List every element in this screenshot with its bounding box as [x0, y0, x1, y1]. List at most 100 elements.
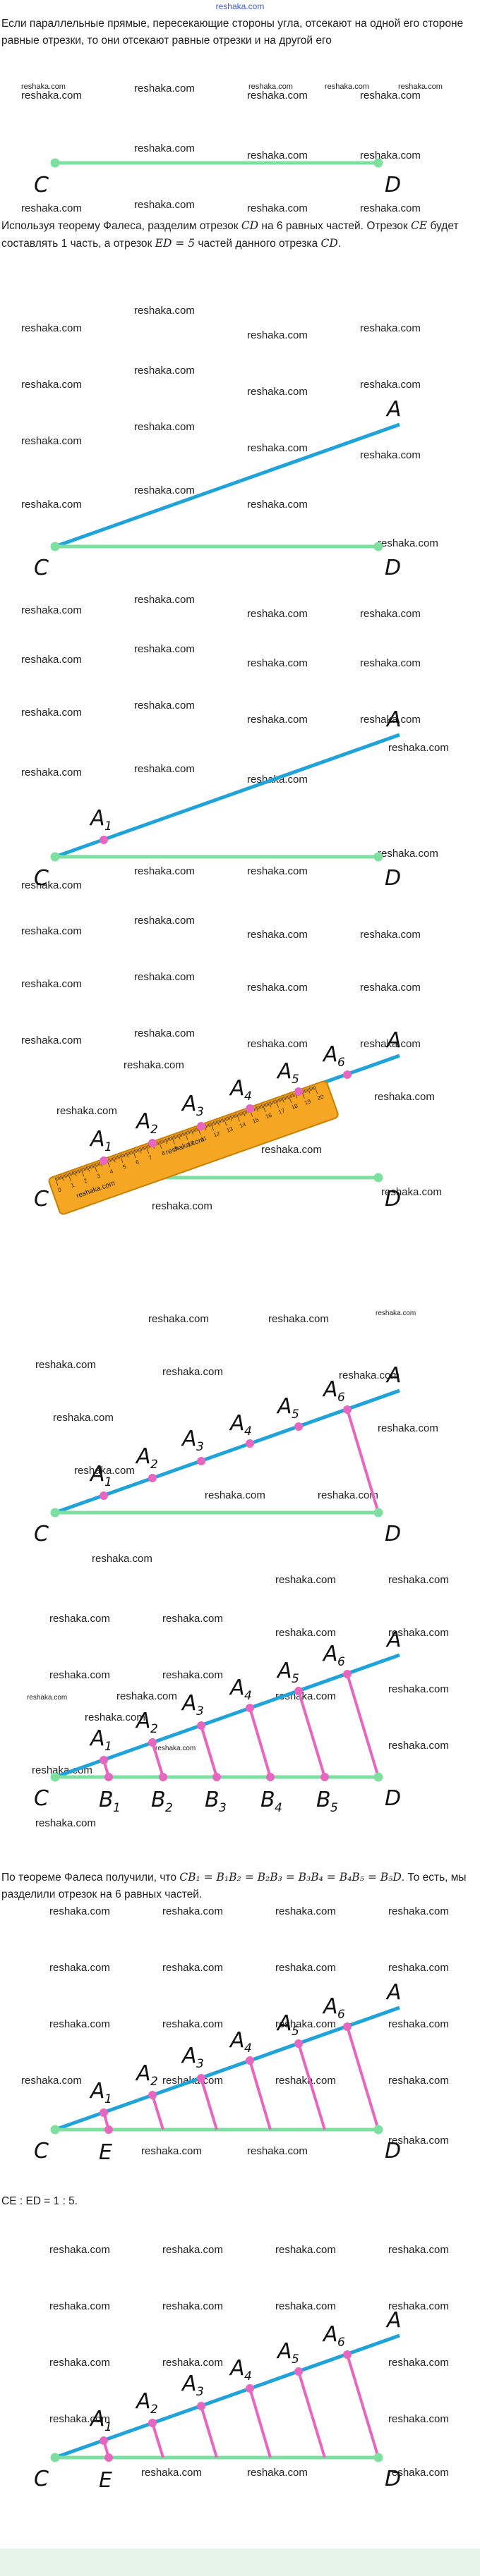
svg-text:reshaka.com: reshaka.com [205, 1489, 265, 1501]
svg-text:reshaka.com: reshaka.com [74, 1465, 135, 1477]
figure-point-e-svg: reshaka.com reshaka.com reshaka.com reshaka… [21, 1905, 449, 2165]
svg-text:reshaka.com: reshaka.com [275, 2018, 336, 2030]
figure-connect-a6-d-svg: reshaka.com reshaka.com reshaka.com reshak… [34, 1310, 438, 1544]
svg-text:reshaka.com: reshaka.com [162, 1905, 223, 1917]
ruler-number: 11 [200, 1135, 208, 1142]
figure-ruler-svg: reshaka.com reshaka.com reshaka.com reshaka… [21, 915, 442, 1215]
svg-text:1: 1 [104, 1140, 112, 1154]
svg-text:reshaka.com: reshaka.com [49, 1669, 110, 1681]
svg-text:A: A [135, 2061, 151, 2086]
figure-ray-ca: reshaka.com reshaka.com reshaka.com reshaka… [0, 275, 480, 578]
figure-segment-cd-svg: reshaka.com reshaka.com reshaka.com reshaka… [21, 83, 421, 214]
svg-text:3: 3 [219, 1801, 227, 1815]
svg-text:reshaka.com: reshaka.com [360, 149, 421, 161]
svg-text:reshaka.com: reshaka.com [21, 322, 82, 334]
svg-text:reshaka.com: reshaka.com [56, 1105, 117, 1117]
svg-text:reshaka.com: reshaka.com [162, 2018, 223, 2030]
svg-text:reshaka.com: reshaka.com [21, 767, 82, 779]
parallel-lines [102, 1673, 380, 1778]
paragraph-ratio: CE : ED = 1 : 5. [1, 2195, 78, 2207]
svg-text:4: 4 [244, 1424, 252, 1439]
svg-text:reshaka.com: reshaka.com [134, 83, 195, 94]
svg-text:reshaka.com: reshaka.com [148, 1313, 209, 1325]
svg-text:reshaka.com: reshaka.com [247, 329, 308, 341]
svg-text:C: C [34, 2139, 49, 2163]
svg-text:3: 3 [196, 1704, 204, 1719]
ruler-number: 16 [265, 1112, 273, 1121]
svg-text:A: A [181, 2371, 197, 2396]
ruler-number: 8 [161, 1149, 167, 1156]
svg-text:reshaka.com: reshaka.com [360, 608, 421, 620]
svg-text:reshaka.com: reshaka.com [378, 848, 438, 860]
svg-text:reshaka.com: reshaka.com [388, 1905, 449, 1917]
watermarks: reshaka.com reshaka.com reshaka.com reshaka… [21, 305, 438, 549]
svg-text:reshaka.com: reshaka.com [134, 971, 195, 983]
svg-text:reshaka.com: reshaka.com [134, 1027, 195, 1039]
label-e: E [99, 2140, 112, 2165]
ruler-number: 5 [122, 1164, 128, 1171]
paragraph-plan: Используя теорему Фалеса, разделим отрез… [1, 219, 459, 250]
svg-text:A: A [276, 1659, 292, 1683]
label-c: C [34, 173, 49, 197]
watermarks: reshaka.com reshaka.com reshaka.com reshak… [35, 1310, 438, 1501]
svg-text:reshaka.com: reshaka.com [134, 199, 195, 211]
svg-text:2: 2 [150, 1123, 158, 1137]
ray-ca [54, 733, 400, 859]
svg-text:reshaka.com: reshaka.com [134, 142, 195, 154]
svg-text:A: A [229, 2028, 245, 2053]
svg-text:reshaka.com: reshaka.com [21, 379, 82, 391]
svg-text:reshaka.com: reshaka.com [388, 2075, 449, 2087]
point-d [373, 158, 383, 168]
svg-text:6: 6 [337, 1391, 345, 1405]
svg-text:reshaka.com: reshaka.com [374, 1091, 435, 1103]
svg-text:reshaka.com: reshaka.com [388, 2467, 449, 2479]
ruler-number: 20 [316, 1094, 325, 1102]
svg-text:reshaka.com: reshaka.com [388, 742, 449, 754]
point-c [50, 542, 60, 551]
svg-text:A: A [181, 1092, 197, 1116]
svg-text:4: 4 [275, 1801, 282, 1815]
svg-text:A: A [322, 2322, 338, 2347]
svg-text:6: 6 [337, 1655, 345, 1669]
svg-text:reshaka.com: reshaka.com [388, 1740, 449, 1752]
svg-text:reshaka.com: reshaka.com [134, 700, 195, 712]
svg-text:A: A [385, 2308, 402, 2333]
figure-parallels: reshaka.com reshaka.com reshaka.com reshak… [0, 1551, 480, 1883]
svg-text:reshaka.com: reshaka.com [162, 2300, 223, 2312]
svg-text:reshaka.com: reshaka.com [35, 1817, 96, 1829]
svg-text:A: A [276, 1059, 292, 1084]
svg-text:A: A [322, 1377, 338, 1402]
svg-text:A: A [89, 1726, 105, 1751]
svg-text:reshaka.com: reshaka.com [134, 484, 195, 496]
bottom-bar [0, 2548, 480, 2576]
svg-text:B: B [316, 1788, 331, 1812]
svg-text:reshaka.com: reshaka.com [388, 2357, 449, 2369]
svg-text:A: A [322, 1994, 338, 2019]
svg-text:5: 5 [292, 1408, 299, 1422]
svg-text:reshaka.com: reshaka.com [116, 1690, 177, 1702]
label-d: D [385, 1187, 401, 1211]
line-a6-d [346, 1409, 380, 1513]
svg-text:1: 1 [104, 1475, 112, 1489]
svg-text:reshaka.com: reshaka.com [339, 1369, 400, 1381]
svg-text:reshaka.com: reshaka.com [388, 2135, 449, 2147]
svg-text:reshaka.com: reshaka.com [247, 90, 308, 102]
figure-first-mark: reshaka.com reshaka.com reshaka.com reshaka… [0, 585, 480, 889]
figure-segment-cd: reshaka.com reshaka.com reshaka.com reshaka… [0, 67, 480, 250]
svg-text:reshaka.com: reshaka.com [49, 1613, 110, 1625]
svg-text:reshaka.com: reshaka.com [21, 2075, 82, 2087]
svg-text:reshaka.com: reshaka.com [134, 763, 195, 775]
svg-text:reshaka.com: reshaka.com [49, 2300, 110, 2312]
svg-text:reshaka.com: reshaka.com [85, 1711, 145, 1723]
svg-text:A: A [135, 1709, 151, 1733]
figure-first-mark-svg: reshaka.com reshaka.com reshaka.com reshaka… [21, 594, 449, 889]
svg-text:5: 5 [292, 2025, 299, 2039]
site-link[interactable]: reshaka.com [215, 1, 265, 11]
figure-ruler: reshaka.com reshaka.com reshaka.com reshaka… [0, 906, 480, 1238]
svg-text:reshaka.com: reshaka.com [35, 1359, 96, 1371]
label-c: C [34, 1187, 49, 1211]
svg-text:4: 4 [244, 2041, 252, 2056]
